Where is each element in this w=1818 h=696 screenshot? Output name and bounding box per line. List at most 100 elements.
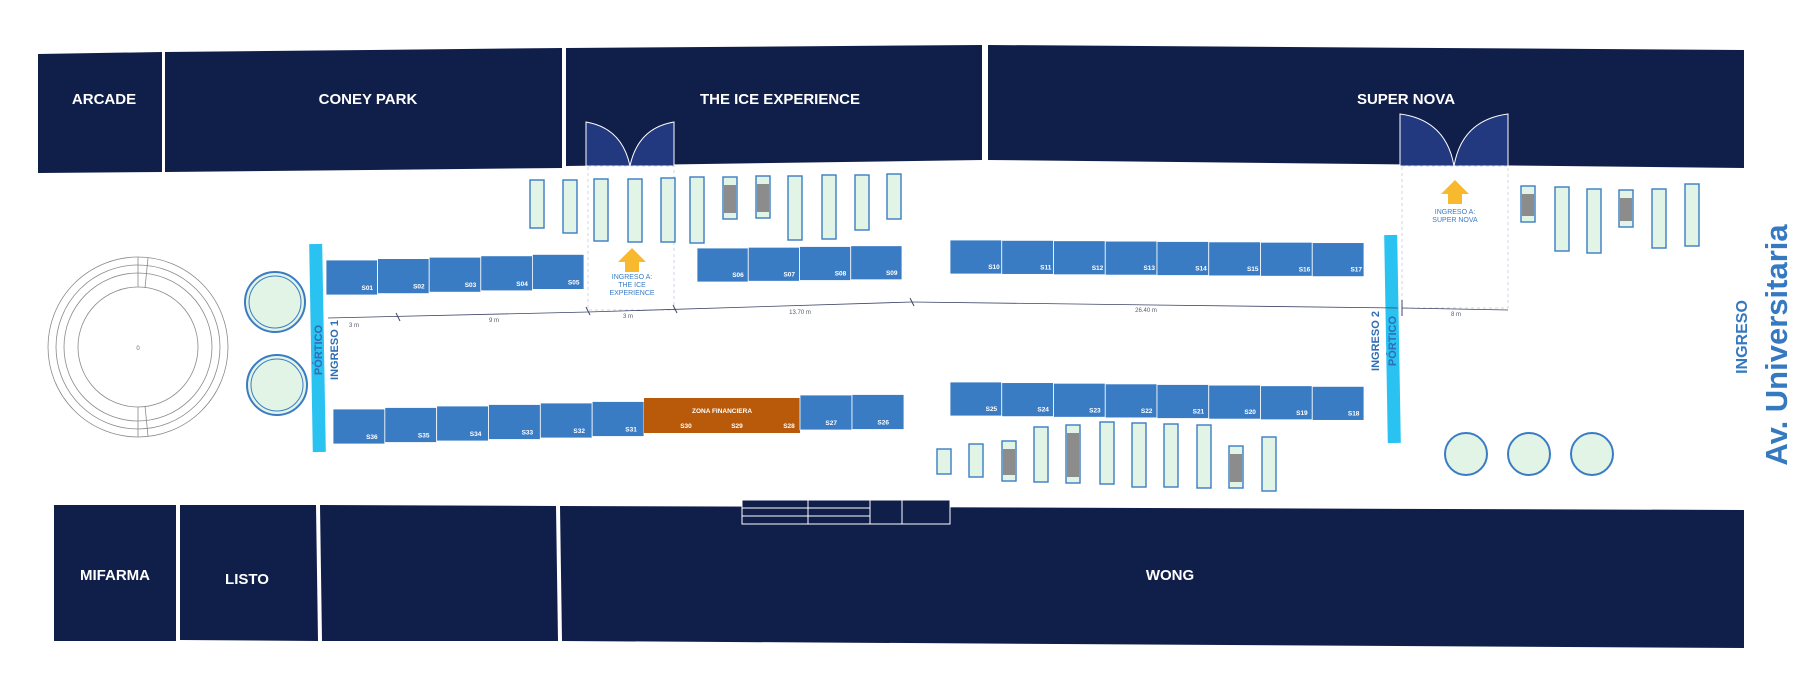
store-mifarma[interactable]: MIFARMA bbox=[54, 505, 176, 641]
financial-zone-title: ZONA FINANCIERA bbox=[692, 408, 752, 415]
entry-ice-experience[interactable]: INGRESO A: THE ICE EXPERIENCE bbox=[609, 248, 655, 297]
kiosk[interactable] bbox=[1261, 436, 1277, 492]
stand-s33[interactable]: S33 bbox=[488, 404, 541, 440]
stand-s03[interactable]: S03 bbox=[428, 256, 482, 293]
stand-s26[interactable]: S26 bbox=[851, 394, 905, 430]
stand-s02[interactable]: S02 bbox=[377, 258, 430, 295]
kiosk-group bbox=[529, 173, 1700, 492]
stand-s08[interactable]: S08 bbox=[799, 246, 852, 281]
stand-s15[interactable]: S15 bbox=[1208, 241, 1261, 277]
stand-s07[interactable]: S07 bbox=[747, 246, 800, 282]
stand-label: S18 bbox=[1348, 410, 1360, 417]
avenue-entry-label: INGRESO bbox=[1734, 300, 1751, 374]
dimension-3: 3 m bbox=[623, 314, 633, 320]
stand-s32[interactable]: S32 bbox=[539, 402, 593, 439]
stand-s11[interactable]: S11 bbox=[1001, 239, 1054, 275]
kiosk-occupied-fill bbox=[1522, 194, 1534, 216]
stand-s10[interactable]: S10 bbox=[949, 239, 1003, 275]
store-listo-label: LISTO bbox=[225, 571, 269, 588]
stand-s21[interactable]: S21 bbox=[1156, 384, 1210, 419]
stand-s19[interactable]: S19 bbox=[1260, 385, 1313, 421]
kiosk[interactable] bbox=[562, 179, 578, 234]
stand-label: S28 bbox=[783, 423, 795, 430]
kiosk[interactable] bbox=[1163, 423, 1179, 488]
avenue-name: Av. Universitaria bbox=[1759, 224, 1794, 466]
store-ice-experience-label: THE ICE EXPERIENCE bbox=[700, 91, 860, 108]
stand-s23[interactable]: S23 bbox=[1053, 382, 1106, 418]
stand-s20[interactable]: S20 bbox=[1208, 384, 1261, 420]
stand-s18[interactable]: S18 bbox=[1311, 385, 1365, 421]
kiosk[interactable] bbox=[689, 176, 705, 244]
stand-label: S08 bbox=[835, 271, 847, 278]
stand-s36[interactable]: S36 bbox=[332, 408, 386, 445]
store-ice-experience[interactable]: THE ICE EXPERIENCE bbox=[566, 45, 982, 166]
stand-label: S25 bbox=[986, 406, 998, 413]
kiosk[interactable] bbox=[1554, 186, 1570, 252]
round-kiosks-left bbox=[244, 271, 308, 416]
store-coney-park[interactable]: CONEY PARK bbox=[165, 48, 562, 172]
kiosk[interactable] bbox=[1684, 183, 1700, 247]
stand-s35[interactable]: S35 bbox=[384, 407, 438, 443]
kiosk[interactable] bbox=[1131, 422, 1147, 488]
portico-2-label: PÓRTICO bbox=[1386, 316, 1399, 367]
entry-ice-line1: INGRESO A: bbox=[612, 274, 653, 281]
kiosk-occupied-fill bbox=[1003, 449, 1015, 475]
stand-s04[interactable]: S04 bbox=[480, 255, 533, 292]
stand-label: S27 bbox=[825, 420, 837, 427]
kiosk[interactable] bbox=[936, 448, 952, 475]
stand-label: S12 bbox=[1092, 265, 1104, 272]
store-unnamed[interactable] bbox=[320, 505, 558, 641]
kiosk[interactable] bbox=[821, 174, 837, 240]
store-listo[interactable]: LISTO bbox=[180, 505, 318, 641]
stand-s12[interactable]: S12 bbox=[1053, 240, 1106, 276]
stand-label: S19 bbox=[1296, 410, 1308, 417]
portico-2: INGRESO 2 PÓRTICO bbox=[1370, 234, 1401, 444]
portico-1: PÓRTICO INGRESO 1 bbox=[309, 243, 341, 453]
dimension-1: 3 m bbox=[349, 323, 359, 329]
stand-s09[interactable]: S09 bbox=[850, 245, 903, 281]
kiosk[interactable] bbox=[1099, 421, 1115, 485]
kiosk[interactable] bbox=[854, 174, 870, 231]
kiosk-occupied-fill bbox=[1067, 433, 1079, 477]
entry-nova-line1: INGRESO A: bbox=[1435, 209, 1476, 216]
stand-s27[interactable]: S27 bbox=[799, 394, 853, 431]
stand-s25[interactable]: S25 bbox=[949, 381, 1003, 417]
kiosk[interactable] bbox=[787, 175, 803, 241]
kiosk-occupied-fill bbox=[724, 185, 736, 213]
stand-label: S20 bbox=[1244, 409, 1256, 416]
financial-zone[interactable]: ZONA FINANCIERA S30 S29 S28 bbox=[644, 398, 800, 433]
arrow-up-icon bbox=[1441, 180, 1469, 204]
kiosk[interactable] bbox=[627, 178, 643, 243]
store-arcade[interactable]: ARCADE bbox=[38, 52, 162, 173]
kiosk[interactable] bbox=[1033, 426, 1049, 483]
dimension-4: 13.70 m bbox=[789, 310, 811, 316]
avenue-entrance: INGRESO Av. Universitaria bbox=[1734, 224, 1794, 466]
kiosk[interactable] bbox=[1651, 188, 1667, 249]
store-wong[interactable]: WONG bbox=[560, 506, 1744, 648]
stand-s34[interactable]: S34 bbox=[436, 405, 489, 442]
kiosk-occupied-fill bbox=[757, 184, 769, 212]
stand-s31[interactable]: S31 bbox=[591, 401, 645, 437]
kiosk[interactable] bbox=[660, 177, 676, 243]
stand-s01[interactable]: S01 bbox=[325, 259, 378, 296]
kiosk[interactable] bbox=[529, 179, 545, 229]
stand-s14[interactable]: S14 bbox=[1156, 241, 1210, 276]
stand-label: S32 bbox=[573, 428, 585, 435]
stand-s22[interactable]: S22 bbox=[1104, 383, 1158, 419]
stand-label: S09 bbox=[886, 270, 898, 277]
stand-s13[interactable]: S13 bbox=[1104, 240, 1158, 276]
stand-s06[interactable]: S06 bbox=[696, 247, 749, 283]
kiosk[interactable] bbox=[593, 178, 609, 242]
stand-s05[interactable]: S05 bbox=[532, 253, 585, 290]
kiosk[interactable] bbox=[968, 443, 984, 478]
store-super-nova[interactable]: SUPER NOVA bbox=[988, 45, 1744, 168]
entry-super-nova[interactable]: INGRESO A: SUPER NOVA bbox=[1432, 180, 1478, 224]
kiosk[interactable] bbox=[1196, 424, 1212, 489]
stand-label: S10 bbox=[988, 264, 1000, 271]
stand-s24[interactable]: S24 bbox=[1001, 382, 1054, 418]
stand-s17[interactable]: S17 bbox=[1311, 242, 1365, 278]
kiosk[interactable] bbox=[886, 173, 902, 220]
kiosk[interactable] bbox=[1586, 188, 1602, 254]
stand-s16[interactable]: S16 bbox=[1260, 241, 1313, 277]
